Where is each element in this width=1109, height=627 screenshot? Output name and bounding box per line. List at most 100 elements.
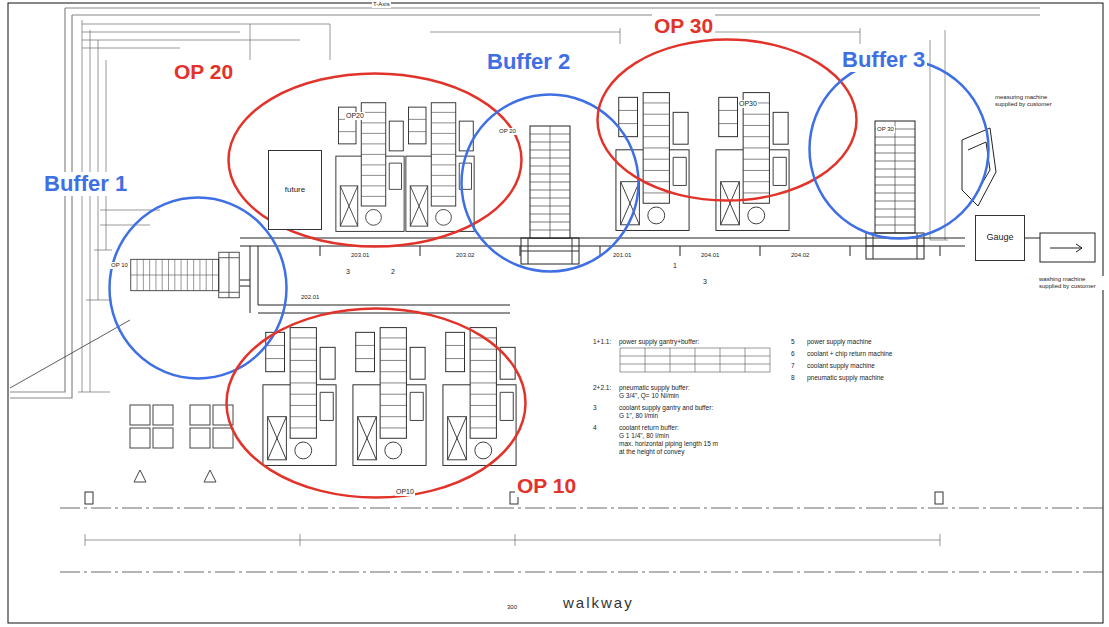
drawing-part — [1025, 238, 1040, 239]
box-label: future — [285, 186, 305, 195]
position-number: 203.01 — [350, 252, 370, 259]
callout-number: 3 — [345, 268, 351, 276]
axis-label: T-Axis — [372, 1, 391, 8]
zone-outline — [808, 58, 990, 240]
drawing-part — [85, 534, 940, 546]
note-text: G 1", 80 l/min — [618, 412, 659, 419]
customer-machines — [962, 128, 1095, 262]
note-key: 6 — [790, 350, 796, 357]
drawing-part — [250, 246, 258, 313]
zone-outline — [229, 74, 522, 247]
reserved-area: future — [268, 150, 322, 230]
callout-number: 1 — [672, 262, 678, 270]
note-text: coolant + chip return machine — [806, 350, 893, 357]
drawing-part — [60, 572, 1104, 573]
sheet-frame — [8, 3, 1103, 623]
station-label: OP10 — [395, 488, 415, 496]
drawing-part — [82, 20, 106, 392]
station-label: OP 20 — [498, 128, 517, 135]
station-label: OP20 — [345, 112, 365, 120]
drawing-part — [353, 328, 426, 466]
note-text: max. horizontal piping length 15 m — [618, 440, 719, 447]
drawing-part — [935, 492, 943, 504]
machine-footprints — [131, 93, 924, 466]
box-label: Gauge — [986, 233, 1013, 243]
note-text: pneumatic supply buffer: — [618, 384, 691, 391]
drawing-part — [131, 252, 239, 298]
zone-label: Buffer 3 — [840, 48, 927, 72]
buffer-zone: Buffer 3 — [808, 58, 990, 240]
storage-boxes — [130, 405, 233, 482]
operation-zone: OP 10 — [225, 307, 527, 499]
drawing-part — [60, 508, 1104, 509]
drawing-part — [962, 128, 996, 206]
note-text: at the height of convey — [618, 448, 685, 455]
dimension-lines — [78, 20, 948, 546]
notes-table — [620, 348, 770, 372]
drawing-part — [716, 93, 789, 231]
zone-outline — [225, 307, 527, 499]
zone-label: OP 20 — [172, 60, 235, 83]
buffer-zone: Buffer 2 — [460, 93, 640, 273]
equipment-note: washing machine supplied by customer — [1038, 276, 1106, 290]
drawing-part — [65, 8, 1040, 15]
station-label: OP 10 — [110, 262, 129, 269]
note-key: 1+1.1: — [592, 338, 612, 345]
note-key: 7 — [790, 362, 796, 369]
drawing-part — [336, 103, 404, 232]
drawing-part — [10, 8, 72, 398]
drawing-part — [616, 93, 689, 231]
drawing-part — [1050, 244, 1082, 252]
callout-number: 3 — [702, 278, 708, 286]
zone-outline — [596, 38, 858, 202]
drawing-part — [130, 428, 150, 448]
note-key: 8 — [790, 374, 796, 381]
drawing-part — [240, 280, 250, 286]
dimension-value: 300 — [506, 604, 518, 611]
zone-outline — [110, 198, 287, 379]
drawing-part — [10, 320, 130, 388]
drawing-part — [213, 428, 233, 448]
buffer-zone: Buffer 1 — [108, 196, 288, 380]
zone-outline — [227, 309, 526, 498]
drawing-part — [153, 428, 173, 448]
station-label: OP30 — [738, 100, 758, 108]
drawing-part — [263, 328, 336, 466]
drawing-part — [620, 348, 770, 372]
zone-label: Buffer 1 — [42, 172, 129, 196]
note-key: 4 — [592, 424, 598, 431]
building-wall — [10, 8, 1040, 398]
drawing-part — [134, 470, 216, 482]
zone-label: Buffer 2 — [485, 50, 572, 74]
columns — [85, 492, 943, 504]
note-text: coolant return buffer: — [618, 424, 680, 431]
leader-line — [10, 320, 130, 388]
drawing-part — [190, 405, 210, 425]
zone-label: OP 30 — [652, 14, 715, 37]
note-key: 5 — [790, 338, 796, 345]
note-text: coolant supply machine — [806, 362, 876, 369]
drawing-part — [78, 210, 160, 392]
note-key: 2+2.1: — [592, 384, 612, 391]
drawing-part — [521, 126, 579, 264]
area-label: walkway — [562, 594, 635, 611]
drawing-part — [443, 328, 516, 466]
walkway-lines — [60, 508, 1104, 572]
drawing-part — [8, 3, 1103, 623]
position-number: 203.02 — [455, 252, 475, 259]
conveyor — [240, 238, 965, 313]
zone-outline — [108, 196, 288, 380]
note-text: G 3/4", Q= 10 Nl/min — [618, 392, 680, 399]
zone-outline — [462, 95, 639, 272]
drawing-part — [620, 348, 770, 372]
position-number: 202.01 — [300, 294, 320, 301]
position-number: 204.01 — [700, 252, 720, 259]
station-label: OP 30 — [876, 126, 895, 133]
equipment-note: measuring machine supplied by customer — [994, 94, 1058, 108]
drawing-part — [190, 428, 210, 448]
callout-number: 2 — [390, 268, 396, 276]
operation-zone: OP 30 — [596, 38, 858, 202]
note-text: coolant supply gantry and buffer: — [618, 404, 714, 411]
operation-zone: OP 20 future — [227, 72, 523, 248]
